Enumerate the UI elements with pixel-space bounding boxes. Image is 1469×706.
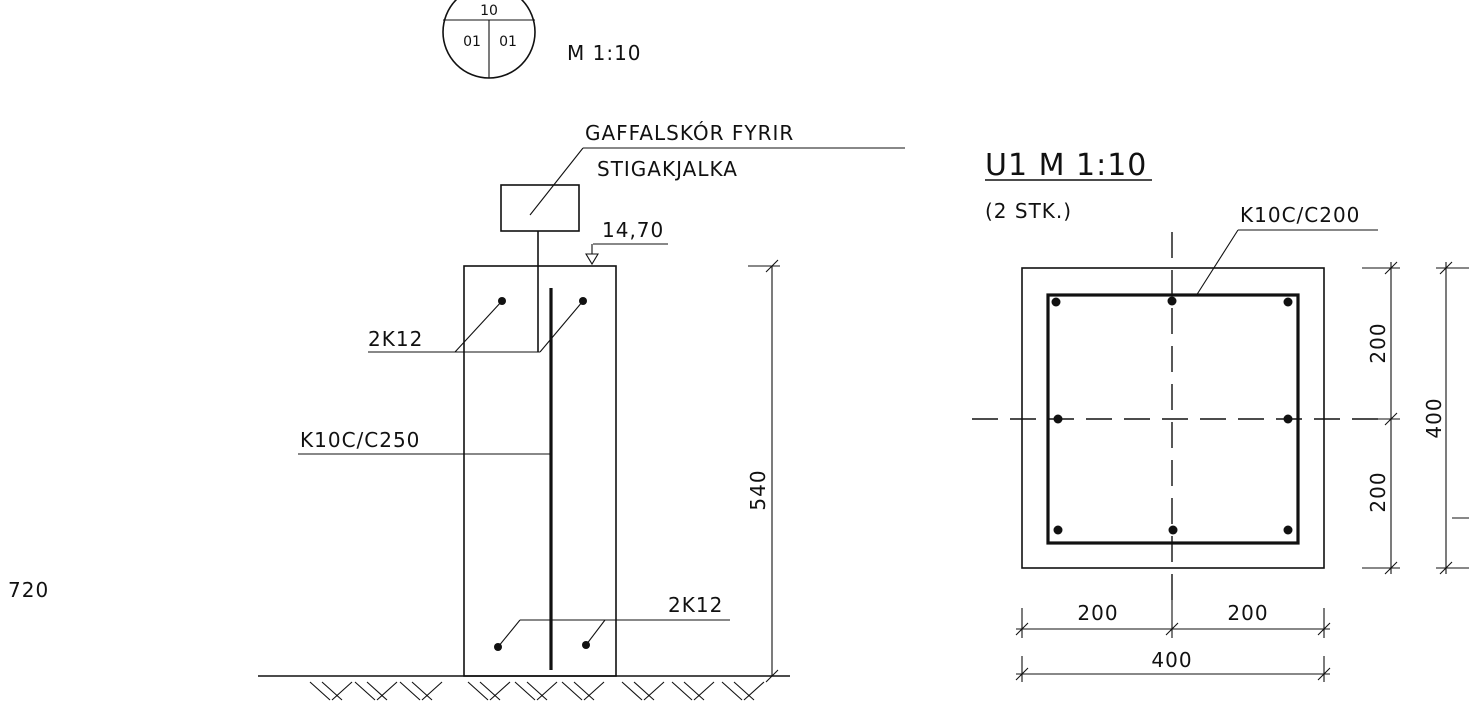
section-count: (2 STK.) — [985, 199, 1072, 223]
detail-marker-top: 10 — [480, 3, 498, 19]
section-outline — [1021, 267, 1325, 569]
rebar-dot — [1167, 296, 1177, 306]
rebar-dot — [1053, 414, 1063, 424]
ground-hatch — [309, 681, 765, 701]
section-vertical-dimension: 200 200 400 — [1362, 261, 1469, 575]
fork-shoe-note-line1: GAFFALSKÓR FYRIR — [585, 121, 794, 145]
rebar-top-label: 2K12 — [368, 327, 423, 351]
rebar-dot — [1053, 525, 1063, 535]
dim-h-total-label: 400 — [1151, 648, 1192, 672]
dim-v-bottom-label: 200 — [1366, 471, 1390, 512]
dim-h-left-label: 200 — [1077, 601, 1118, 625]
rebar-bottom-label: 2K12 — [668, 593, 723, 617]
section-horizontal-dimension: 200 200 400 — [1015, 600, 1331, 682]
level-label: 14,70 — [602, 218, 664, 242]
side-dim-label: 720 — [8, 578, 49, 602]
rebar-dot — [1283, 525, 1293, 535]
fork-shoe-note-line2: STIGAKJALKA — [597, 157, 738, 181]
section-stirrups-label: K10C/C200 — [1240, 203, 1360, 227]
height-dim-label: 540 — [746, 469, 770, 510]
height-dimension: 540 — [746, 259, 784, 683]
detail-marker-right: 01 — [499, 34, 517, 50]
dim-v-top-label: 200 — [1366, 322, 1390, 363]
detail-marker-left: 01 — [463, 34, 481, 50]
level-marker-icon — [585, 253, 599, 266]
fork-shoe-box — [500, 184, 580, 232]
detail-marker: 10 01 01 — [442, 0, 536, 79]
column-section: U1 M 1:10 (2 STK.) K10C/C200 — [972, 148, 1469, 682]
column-elevation: GAFFALSKÓR FYRIR STIGAKJALKA 14,70 2K12 … — [258, 121, 905, 701]
dim-h-right-label: 200 — [1227, 601, 1268, 625]
rebar-dot — [1283, 414, 1293, 424]
dim-v-total-label: 400 — [1422, 397, 1446, 438]
rebar-dot — [1168, 525, 1178, 535]
scale-label-top: M 1:10 — [567, 41, 642, 65]
section-title: U1 M 1:10 — [985, 148, 1147, 183]
stirrups-label: K10C/C250 — [300, 428, 420, 452]
rebar-dot — [1051, 297, 1061, 307]
rebar-dot — [1283, 297, 1293, 307]
column-outline — [463, 265, 617, 677]
